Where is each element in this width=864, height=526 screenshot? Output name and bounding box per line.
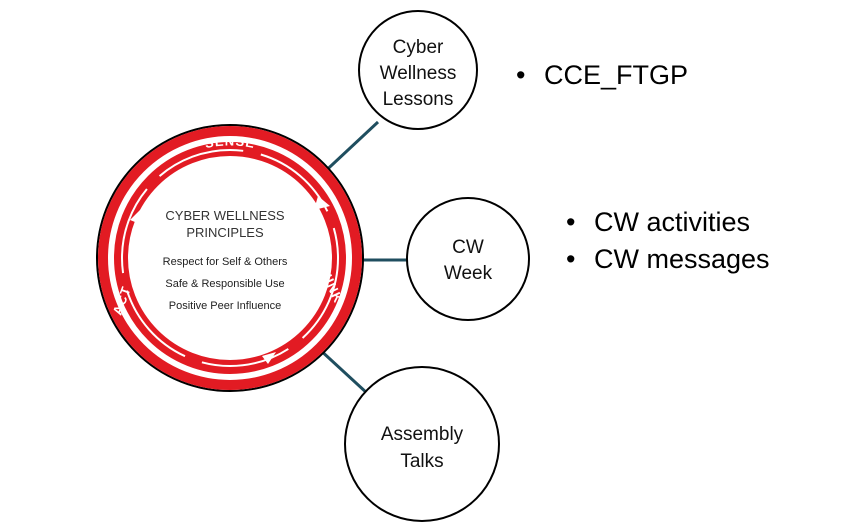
principle-safe-use: Safe & Responsible Use: [165, 278, 284, 290]
node-assembly-line2: Talks: [400, 451, 443, 472]
node-lessons-line3: Lessons: [383, 89, 454, 110]
principle-respect: Respect for Self & Others: [163, 256, 288, 268]
node-lessons-line1: Cyber: [393, 37, 444, 58]
bullet-cw-activities: CW activities: [566, 204, 816, 241]
cyber-wellness-principles-badge: SENSE THINK ACT CYBER WELLNESS PRINCIPLE…: [96, 124, 364, 392]
node-assembly-line1: Assembly: [381, 424, 464, 445]
bullet-cw-messages: CW messages: [566, 241, 816, 278]
node-assembly-talks: Assembly Talks: [344, 366, 500, 522]
principles-title-line1: CYBER WELLNESS: [165, 208, 285, 223]
bullet-cce-ftgp: CCE_FTGP: [516, 58, 688, 92]
ring-label-sense: SENSE: [203, 133, 256, 151]
node-cyber-wellness-lessons: Cyber Wellness Lessons: [358, 10, 478, 130]
ring-arrow-bottom: [262, 352, 276, 364]
node-lessons-line2: Wellness: [380, 63, 457, 84]
cw-week-bullet-list: CW activities CW messages: [566, 204, 816, 278]
lessons-bullet-list: CCE_FTGP: [516, 58, 688, 92]
principle-peer-influence: Positive Peer Influence: [169, 300, 282, 312]
node-cw-week: CW Week: [406, 197, 530, 321]
node-cw-week-line1: CW: [452, 237, 484, 258]
ring-arrow-right: [314, 196, 330, 210]
ring-arrow-left: [130, 208, 142, 224]
connector-assembly: [316, 346, 370, 396]
node-cw-week-line2: Week: [444, 263, 493, 284]
principles-title-line2: PRINCIPLES: [186, 225, 264, 240]
